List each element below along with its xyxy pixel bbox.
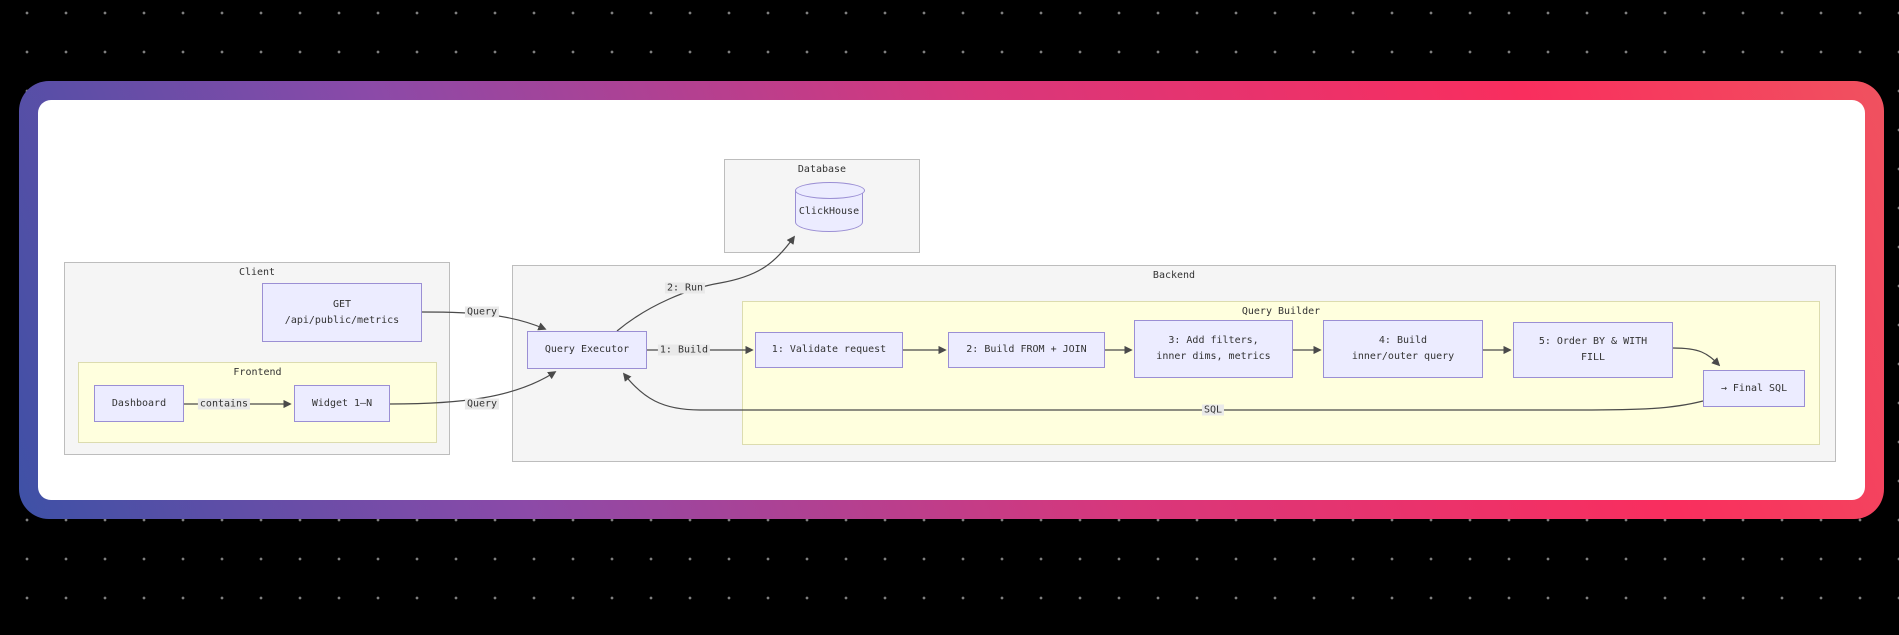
node-get-endpoint: GET /api/public/metrics — [262, 283, 422, 342]
edge-label-query-top: Query — [464, 306, 500, 318]
node-step-2-label: 2: Build FROM + JOIN — [966, 344, 1087, 355]
node-final-sql-label: → Final SQL — [1720, 382, 1788, 394]
node-clickhouse-label: ClickHouse — [798, 206, 860, 217]
node-final-sql: → Final SQL — [1703, 370, 1805, 407]
edge-label-contains: contains — [197, 398, 251, 410]
node-step-5-line1: 5: Order BY & WITH — [1538, 336, 1648, 347]
node-step-3-line2: inner dims, metrics — [1156, 351, 1271, 362]
node-step-4-line2: inner/outer query — [1351, 351, 1455, 362]
node-step-4: 4: Build inner/outer query — [1323, 320, 1483, 378]
node-step-4-line1: 4: Build — [1378, 335, 1428, 346]
subgraph-database-title: Database — [797, 164, 847, 175]
node-widget-label: Widget 1–N — [311, 397, 373, 409]
node-step-5-line2: FILL — [1580, 352, 1606, 363]
node-step-3-line1: 3: Add filters, — [1168, 335, 1259, 346]
node-step-1-label: 1: Validate request — [771, 344, 887, 355]
node-dashboard: Dashboard — [94, 385, 184, 422]
edge-label-build: 1: Build — [657, 344, 711, 356]
node-clickhouse: ClickHouse — [795, 182, 865, 232]
subgraph-backend-title: Backend — [1152, 270, 1196, 281]
node-step-2: 2: Build FROM + JOIN — [948, 332, 1105, 368]
node-query-executor: Query Executor — [527, 331, 647, 369]
node-step-3: 3: Add filters, inner dims, metrics — [1134, 320, 1293, 378]
node-get-endpoint-line1: GET — [332, 298, 352, 310]
edge-label-sql: SQL — [1201, 404, 1225, 416]
node-get-endpoint-line2: /api/public/metrics — [284, 314, 400, 326]
node-step-1: 1: Validate request — [755, 332, 903, 368]
edge-label-run: 2: Run — [664, 282, 706, 294]
subgraph-query-builder-title: Query Builder — [1241, 306, 1321, 317]
edge-label-query-bottom: Query — [464, 398, 500, 410]
subgraph-frontend-title: Frontend — [233, 367, 282, 378]
node-query-executor-label: Query Executor — [544, 344, 630, 355]
node-step-5: 5: Order BY & WITH FILL — [1513, 322, 1673, 378]
subgraph-client-title: Client — [238, 267, 276, 278]
node-widget: Widget 1–N — [294, 385, 390, 422]
node-dashboard-label: Dashboard — [111, 397, 167, 409]
